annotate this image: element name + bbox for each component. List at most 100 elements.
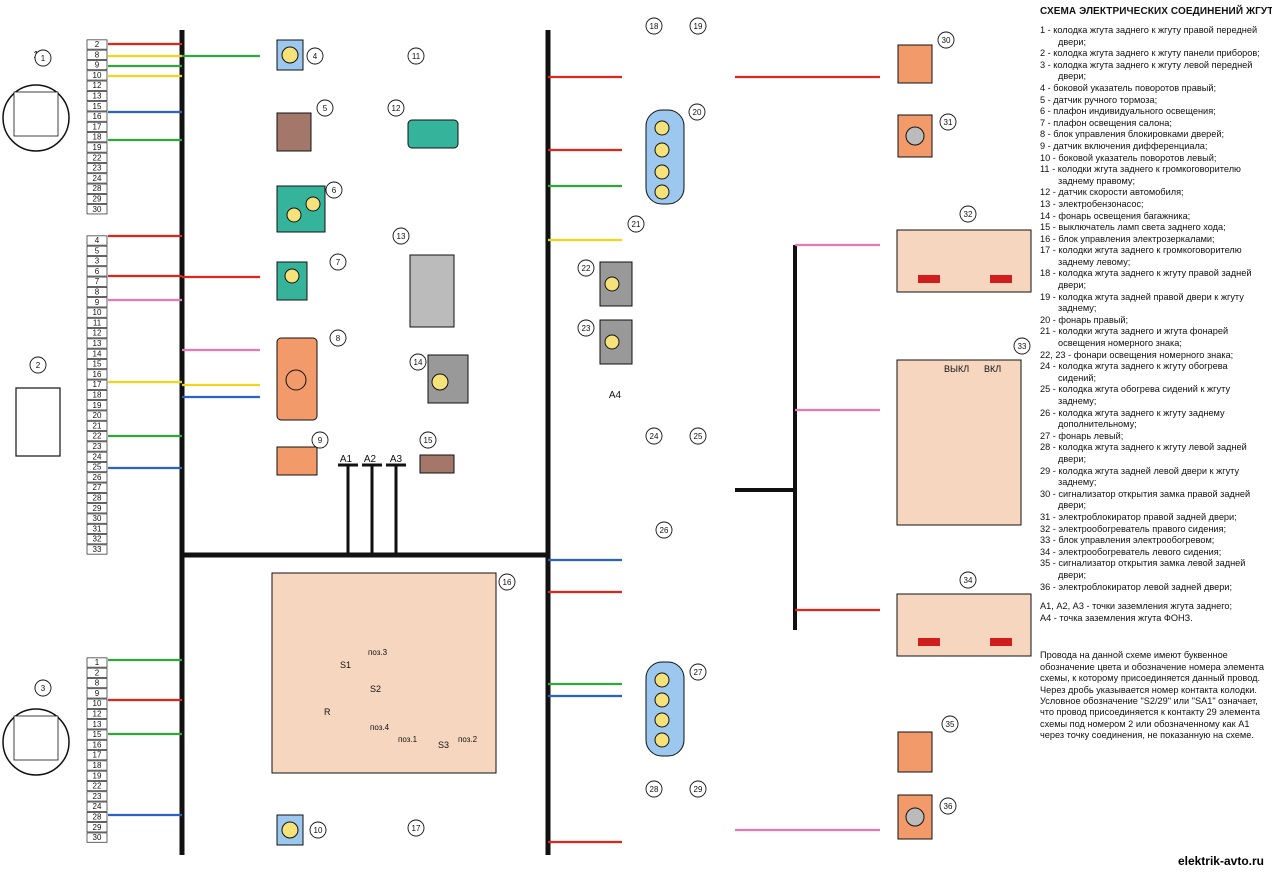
website-watermark: elektrik-avto.ru [1177,854,1264,868]
callout-circle [645,17,663,35]
component-34-seat-heater-left [896,593,1032,657]
connector-2-pin-box [86,256,108,267]
legend-item: 19 - колодка жгута задней правой двери к… [1040,291,1244,314]
callout-circle [329,329,347,347]
legend-item: 36 - электроблокиратор левой задней двер… [1040,581,1232,592]
ground-points-legend: А1, А2, А3 - точки заземления жгута задн… [1040,601,1268,624]
component-32-seat-heater-right [896,229,1032,293]
callout-circle [939,113,957,131]
connector-1-pin-label: 17 [93,122,102,131]
connector-2-pin-label: 9 [95,298,100,307]
connector-1-pin-box [86,101,108,112]
connector-1-pin-label: 22 [93,153,102,162]
legend-item: 12 - датчик скорости автомобиля; [1040,187,1184,198]
connector-2-pin-box [86,472,108,483]
component-14-trunk-lamp [427,354,469,404]
legend-item: 7 - плафон освещения салона; [1040,117,1172,128]
connector-2-pin-label: 14 [93,349,102,358]
callout-number: 36 [944,802,953,811]
callout-number: 31 [944,118,953,127]
connector-2-pin-box [86,390,108,401]
connector-2-pin-label: 23 [93,442,102,451]
legend-item: 31 - электроблокиратор правой задней две… [1040,511,1237,522]
callout-number: 28 [650,785,659,794]
connector-3-pin-label: 1 [95,658,100,667]
callout-circle [34,49,52,67]
legend-list: 1 - колодка жгута заднего к жгуту правой… [1040,25,1268,593]
block16-label-poz1: поз.1 [398,735,418,744]
callout-circle [577,319,595,337]
connector-2-pin-label: 7 [95,277,100,286]
callout-number: 16 [503,578,512,587]
connector-1-round: 1 [2,50,70,152]
callout-number: 3 [41,684,46,693]
callout-circle [1013,337,1031,355]
callout-number: 25 [694,432,703,441]
connector-3-pin-box [86,678,108,689]
connector-2-rect [15,357,61,457]
legend-item: 27 - фонарь левый; [1040,430,1124,441]
callout-circle [325,181,343,199]
legend-item: 8 - блок управления блокировками дверей; [1040,129,1225,140]
component-13-fuel-pump [409,254,455,328]
callout-number: 4 [313,52,318,61]
callout-circle [689,17,707,35]
connector-1-pin-label: 15 [93,102,102,111]
component-15-reverse-switch [419,454,455,474]
connector-2-pin-label: 31 [93,524,102,533]
callout-number: 14 [414,358,423,367]
connector-2-pin-label: 21 [93,421,102,430]
callout-number: 35 [946,720,955,729]
connector-2-pin-label: 27 [93,483,102,492]
component-30-door-signal-right [897,44,933,84]
legend-item: 9 - датчик включения дифференциала; [1040,140,1208,151]
callout-circle [645,427,663,445]
connector-2-pin-label: 22 [93,432,102,441]
callout-number: 18 [650,22,659,31]
callout-circle [688,103,706,121]
callout-circle [627,215,645,233]
connector-2-pin-label: 15 [93,360,102,369]
connector-3-pin-label: 29 [93,823,102,832]
connector-2-pin-box [86,493,108,504]
callout-circle [392,227,410,245]
connector-2-pin-label: 28 [93,494,102,503]
component-22-plate-lamp [599,261,633,307]
connector-2-pin-label: 20 [93,411,102,420]
connector-3-pin-label: 19 [93,771,102,780]
connector-2-pin-box [86,441,108,452]
callout-circle [689,663,707,681]
connector-1-pin-box [86,39,108,50]
connector-3-pin-label: 2 [95,668,100,677]
block16-label-r: R [324,707,331,717]
connector-1-pin-label: 18 [93,133,102,142]
legend-item: 20 - фонарь правый; [1040,314,1129,325]
callout-circle [689,780,707,798]
connector-3-pin-box [86,688,108,699]
connector-3-pin-label: 22 [93,782,102,791]
connector-3-pin-box [86,708,108,719]
connector-2-pin-box [86,328,108,339]
component-31-door-lock-right [897,114,933,158]
block16-label-poz3: поз.3 [368,648,388,657]
callout-number: 17 [412,824,421,833]
callout-circle [407,819,425,837]
ground-label-a1: А1 [340,454,353,465]
connector-2-pin-box [86,266,108,277]
component-6-individual-lamp [276,185,326,233]
legend-item: 25 - колодка жгута обогрева сидений к жг… [1040,384,1231,406]
callout-number: 9 [318,436,323,445]
diagram-labels: А1 А2 А3 А4 ВЫКЛ ВКЛ S1 S2 S3 R поз.1 по… [324,364,1001,750]
connector-3-pin-box [86,667,108,678]
component-20-right-lamp [645,109,685,205]
connector-2-pin-label: 3 [95,257,100,266]
callout-number: 22 [582,264,591,273]
connector-2-pin-label: 33 [93,545,102,554]
callout-number: 32 [964,210,973,219]
connector-2-pin-label: 10 [93,308,102,317]
connector-2-pin-label: 11 [93,318,102,327]
connector-2-pin-box [86,379,108,390]
connector-2-pin-box [86,276,108,287]
